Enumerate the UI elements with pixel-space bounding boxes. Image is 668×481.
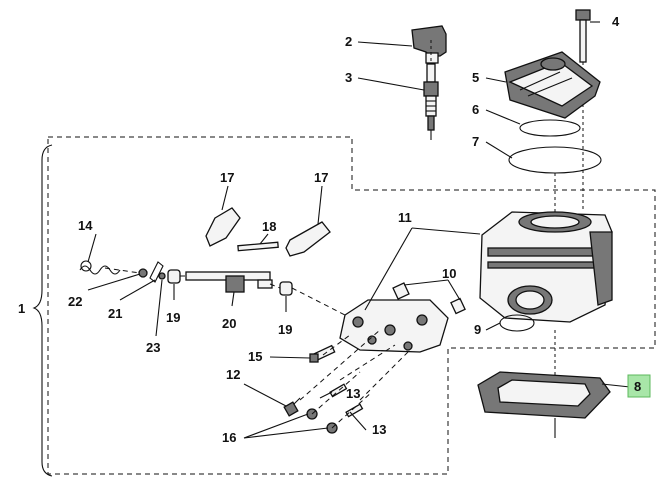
spark-plug-cap[interactable] xyxy=(411,25,447,64)
bushing-19-left[interactable] xyxy=(167,269,181,284)
screw-12[interactable] xyxy=(283,397,301,417)
callout-16[interactable]: 16 xyxy=(222,430,236,445)
exhaust-flange[interactable] xyxy=(339,299,449,353)
spark-plug[interactable] xyxy=(423,63,439,140)
cylinder-head[interactable] xyxy=(504,51,601,119)
callout-18[interactable]: 18 xyxy=(262,219,276,234)
stud-13-upper[interactable] xyxy=(329,383,348,398)
callout-1[interactable]: 1 xyxy=(18,301,25,316)
callout-5[interactable]: 5 xyxy=(472,70,479,85)
pin-18[interactable] xyxy=(237,241,279,252)
head-o-ring-small[interactable] xyxy=(519,119,581,137)
head-o-ring-large[interactable] xyxy=(508,146,602,174)
callout-7[interactable]: 7 xyxy=(472,134,479,149)
callout-10[interactable]: 10 xyxy=(442,266,456,281)
callout-11[interactable]: 11 xyxy=(398,210,412,225)
cylinder[interactable] xyxy=(479,211,613,323)
spring-14[interactable] xyxy=(79,260,121,275)
head-bolt[interactable] xyxy=(575,9,591,63)
washer-23[interactable] xyxy=(158,272,166,280)
callout-21[interactable]: 21 xyxy=(108,306,122,321)
callout-8-highlight xyxy=(627,374,651,398)
callout-13-lower[interactable]: 13 xyxy=(372,422,386,437)
callout-14[interactable]: 14 xyxy=(78,218,93,233)
callout-20[interactable]: 20 xyxy=(222,316,236,331)
callout-15[interactable]: 15 xyxy=(248,349,262,364)
callout-12[interactable]: 12 xyxy=(226,367,240,382)
assembly-boundary xyxy=(47,136,656,475)
leader-lines xyxy=(87,21,631,439)
callout-4[interactable]: 4 xyxy=(612,14,620,29)
bracket-left[interactable] xyxy=(205,207,241,247)
callout-2[interactable]: 2 xyxy=(345,34,352,49)
bushing-19-right[interactable] xyxy=(279,281,293,296)
stud-13-lower[interactable] xyxy=(345,403,364,418)
callout-13-upper[interactable]: 13 xyxy=(346,386,360,401)
callout-9[interactable]: 9 xyxy=(474,322,481,337)
dowel-pin-2[interactable] xyxy=(450,297,466,315)
callout-19-left[interactable]: 19 xyxy=(166,310,180,325)
callout-6[interactable]: 6 xyxy=(472,102,479,117)
dowel-pin-1[interactable] xyxy=(392,282,410,300)
bracket-right[interactable] xyxy=(285,221,331,257)
washer-22[interactable] xyxy=(138,268,148,278)
callout-19-right[interactable]: 19 xyxy=(278,322,292,337)
callout-3[interactable]: 3 xyxy=(345,70,352,85)
callout-8[interactable]: 8 xyxy=(634,379,641,394)
callout-17-right[interactable]: 17 xyxy=(314,170,328,185)
base-gasket[interactable] xyxy=(477,371,611,419)
shaft-20[interactable] xyxy=(185,271,273,293)
callout-17-left[interactable]: 17 xyxy=(220,170,234,185)
callout-22[interactable]: 22 xyxy=(68,294,82,309)
screw-15[interactable] xyxy=(309,344,336,363)
assembly-bracket xyxy=(32,144,53,477)
callout-23[interactable]: 23 xyxy=(146,340,160,355)
